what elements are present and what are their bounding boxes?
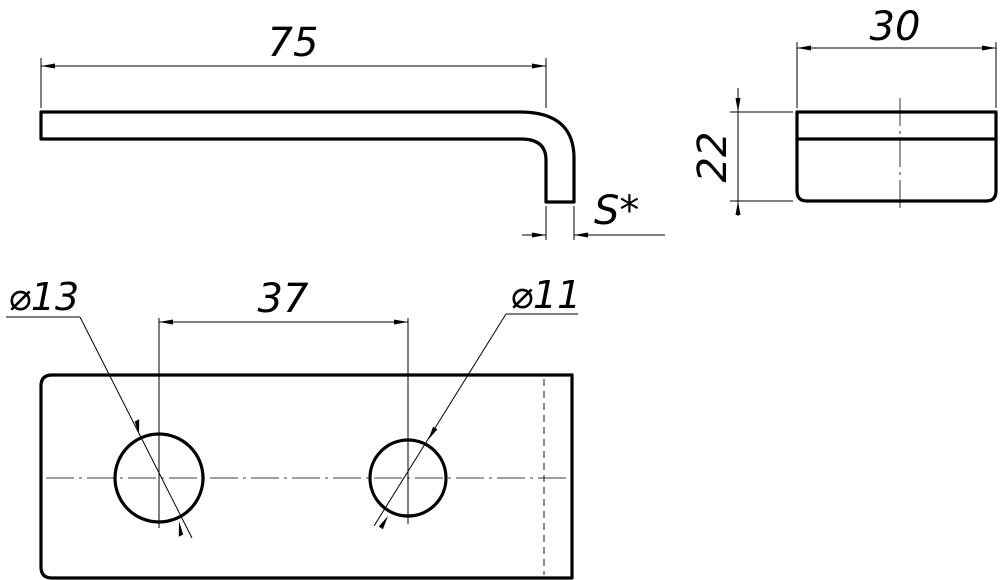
dim-label-hole-spacing: 37	[258, 276, 309, 322]
plan-view: 37 ⌀13 ⌀11	[6, 273, 581, 580]
arrow-hole-large-top	[134, 419, 140, 435]
arrow-22-top	[735, 98, 741, 112]
dim-label-thickness: S*	[594, 188, 639, 234]
arrow-75-left	[41, 63, 55, 69]
arrow-75-right	[532, 63, 546, 69]
arrow-hole-small-bottom	[378, 516, 388, 530]
arrow-30-left	[797, 45, 811, 51]
dim-label-height: 22	[690, 132, 736, 183]
arrow-s-left	[532, 232, 546, 238]
dim-label-hole-large: ⌀13	[8, 275, 79, 319]
plan-view-outline	[39, 373, 574, 580]
arrow-s-right	[574, 232, 588, 238]
dim-label-width: 30	[870, 4, 921, 50]
side-view: 75 S*	[39, 20, 665, 240]
leader-hole-large-diag	[79, 316, 193, 539]
end-view-outline	[795, 110, 998, 203]
dim-label-hole-small: ⌀11	[510, 273, 581, 317]
arrow-22-bottom	[735, 201, 741, 215]
end-view: 30 22	[690, 4, 998, 216]
arrow-37-right	[394, 319, 408, 325]
arrow-hole-large-bottom	[178, 521, 184, 537]
leader-hole-small-diag	[373, 313, 507, 527]
arrow-37-left	[159, 319, 173, 325]
arrow-hole-small-top	[428, 426, 438, 440]
arrow-30-right	[982, 45, 996, 51]
bracket-profile	[39, 110, 576, 204]
dim-label-length: 75	[268, 20, 319, 66]
